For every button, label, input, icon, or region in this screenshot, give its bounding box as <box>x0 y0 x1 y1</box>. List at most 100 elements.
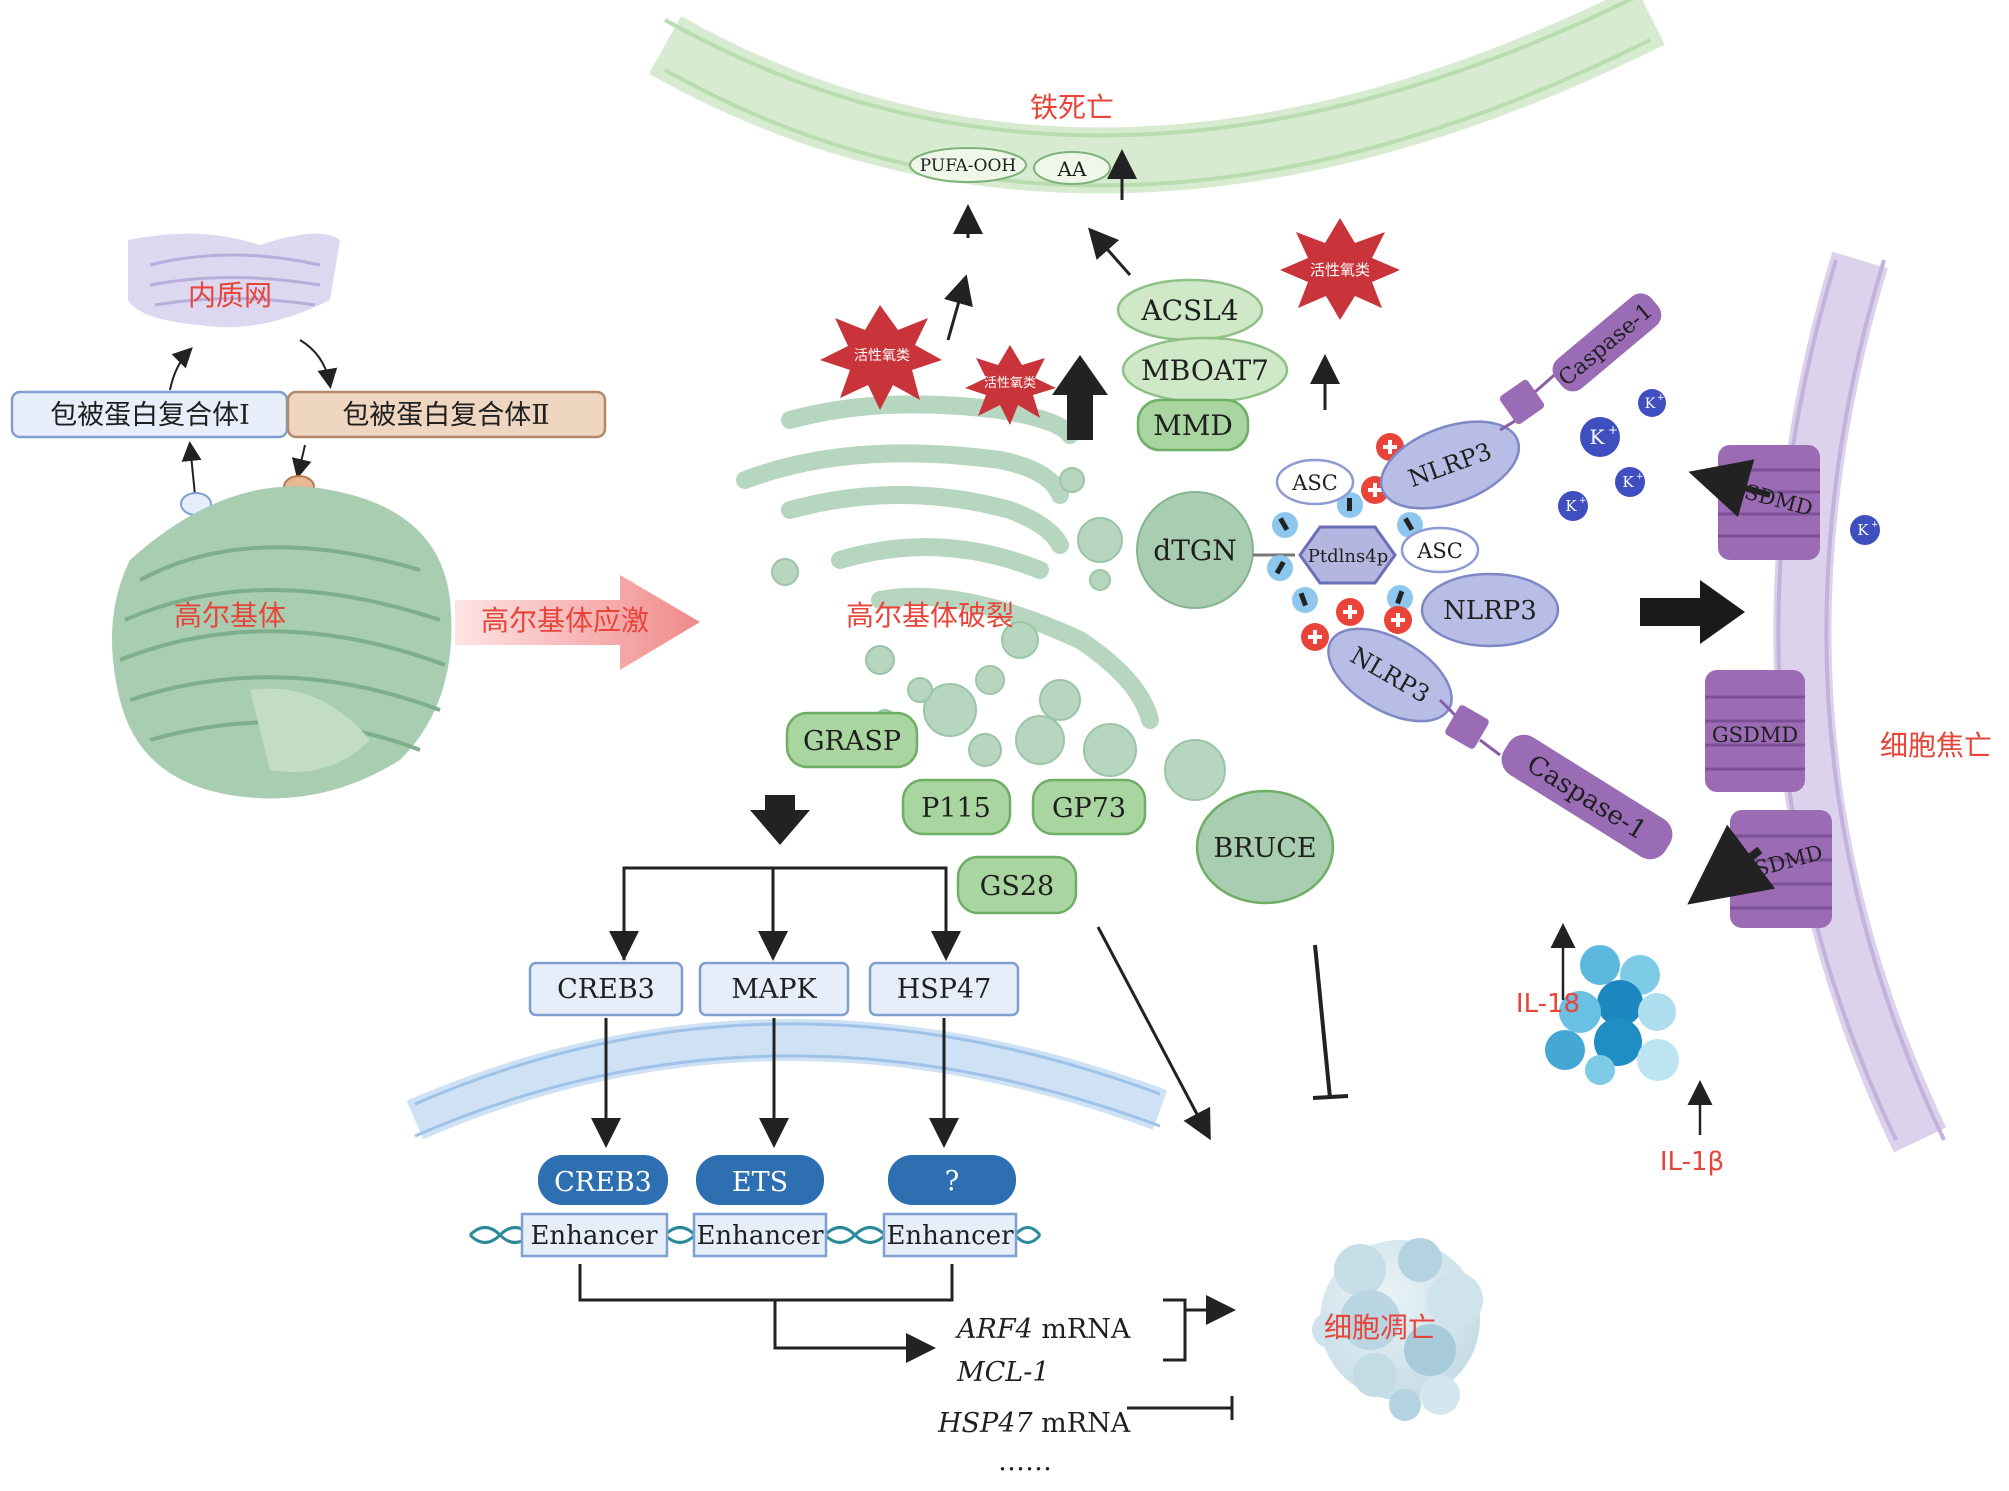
k-ions: K+ K+ K+ K+ K+ <box>1558 389 1880 545</box>
asc-node-right: ASC <box>1400 526 1480 574</box>
svg-text:CREB3: CREB3 <box>554 1167 652 1198</box>
bracket-arrow <box>1163 1295 1236 1362</box>
ptdins4p-node: Ptdlns4p <box>1298 525 1397 585</box>
svg-text:活性氧类: 活性氧类 <box>984 376 1036 391</box>
svg-text:+: + <box>1579 496 1587 506</box>
svg-text:AA: AA <box>1057 157 1087 181</box>
ros-burst-right: 活性氧类 <box>1280 218 1400 320</box>
nlrp3-node-bottom: NLRP3 <box>1327 627 1453 723</box>
svg-text:MAPK: MAPK <box>731 974 817 1005</box>
ros-burst-middle: 活性氧类 <box>965 345 1056 425</box>
svg-text:ASC: ASC <box>1416 539 1463 563</box>
arrow-acsl4-to-aa <box>1088 227 1132 276</box>
arrow-ros-to-pufa <box>944 274 973 341</box>
svg-text:Caspase-1: Caspase-1 <box>1554 299 1658 392</box>
svg-text:包被蛋白复合体Ⅱ: 包被蛋白复合体Ⅱ <box>342 400 549 431</box>
il18-label: IL-18 <box>1516 989 1580 1019</box>
il1b-label: IL-1β <box>1660 1147 1724 1177</box>
svg-text:MMD: MMD <box>1153 409 1233 442</box>
enhancer-3: Enhancer <box>882 1212 1018 1258</box>
svg-text:Enhancer: Enhancer <box>530 1221 658 1251</box>
big-arrow-to-membrane <box>1640 580 1745 644</box>
mboat7-node: MBOAT7 <box>1121 336 1289 404</box>
ptdins4p-binding-sites <box>1267 492 1423 613</box>
unknown-tf: ? <box>888 1155 1016 1205</box>
golgi-stress-arrow <box>455 575 700 670</box>
branch-lines <box>609 866 961 961</box>
bruce-inhibit-apoptosis <box>1312 944 1349 1100</box>
svg-text:GP73: GP73 <box>1052 793 1126 824</box>
creb3-box: CREB3 <box>528 961 684 1017</box>
svg-text:K: K <box>1622 473 1634 491</box>
creb3-tf: CREB3 <box>538 1155 668 1205</box>
caspase1-bottom: Caspase-1 <box>1438 698 1673 860</box>
svg-text:GRASP: GRASP <box>803 726 901 757</box>
positive-charges <box>1301 433 1412 651</box>
gs28-node: GS28 <box>956 855 1078 915</box>
gsdmd-pore-middle: GSDMD <box>1705 670 1805 792</box>
mapk-box: MAPK <box>698 961 850 1017</box>
svg-text:K: K <box>1590 425 1606 449</box>
enhancer-2: Enhancer <box>692 1212 828 1258</box>
arf4-mrna-label: ARF4 mRNA <box>954 1314 1131 1345</box>
svg-text:ETS: ETS <box>732 1167 788 1198</box>
svg-text:Enhancer: Enhancer <box>696 1221 824 1251</box>
nlrp3-node-top: NLRP3 <box>1379 420 1521 510</box>
svg-text:NLRP3: NLRP3 <box>1443 596 1537 626</box>
apoptosis-label: 细胞凋亡 <box>1324 1311 1436 1344</box>
ferroptosis-label: 铁死亡 <box>1030 91 1114 124</box>
acsl4-node: ACSL4 <box>1116 278 1264 342</box>
fragmented-golgi <box>736 395 1226 801</box>
svg-text:ACSL4: ACSL4 <box>1140 294 1238 327</box>
pyroptosis-label: 细胞焦亡 <box>1880 729 1992 762</box>
svg-text:K: K <box>1565 497 1577 515</box>
pufa-ooh-node: PUFA-OOH <box>909 147 1027 183</box>
gsdmd-pore-top: GSDMD <box>1718 445 1820 560</box>
gsdmd-pore-bottom: GSDMD <box>1730 810 1832 928</box>
mcl1-label: MCL-1 <box>956 1357 1050 1388</box>
grasp-down-arrow <box>750 795 810 845</box>
copi-box: 包被蛋白复合体Ⅰ <box>10 390 289 439</box>
enhancer-1: Enhancer <box>520 1212 669 1258</box>
svg-text:GSDMD: GSDMD <box>1712 723 1798 747</box>
gp73-node: GP73 <box>1031 778 1147 836</box>
gs28-to-apoptosis-arrow <box>1096 926 1211 1141</box>
svg-text:+: + <box>1657 393 1665 403</box>
hsp47-inhibit <box>1127 1396 1234 1420</box>
svg-text:活性氧类: 活性氧类 <box>1310 261 1370 279</box>
cytokine-cluster <box>1545 945 1679 1085</box>
nuclear-membrane <box>406 1019 1168 1140</box>
gene-output-lines <box>578 1264 954 1363</box>
golgi-fragment-label: 高尔基体破裂 <box>846 599 1014 632</box>
svg-text:?: ? <box>945 1166 959 1197</box>
svg-text:包被蛋白复合体Ⅰ: 包被蛋白复合体Ⅰ <box>50 400 250 431</box>
ellipsis-label: …… <box>998 1446 1052 1477</box>
svg-text:+: + <box>1636 472 1644 482</box>
big-arrow-golgi-up <box>1052 355 1108 440</box>
sensor-to-tf-arrows <box>591 1018 959 1148</box>
ros-burst-left: 活性氧类 <box>820 305 942 410</box>
hsp47-box: HSP47 <box>868 961 1020 1017</box>
svg-text:ASC: ASC <box>1291 471 1338 495</box>
golgi-label: 高尔基体 <box>174 599 286 632</box>
top-membrane <box>648 0 1665 194</box>
asc-node-top: ASC <box>1275 458 1355 506</box>
svg-text:活性氧类: 活性氧类 <box>854 348 910 364</box>
grasp-node: GRASP <box>785 711 919 769</box>
svg-text:+: + <box>1871 520 1879 530</box>
svg-text:Enhancer: Enhancer <box>886 1221 1014 1251</box>
er-to-copii-arrow <box>299 339 338 389</box>
dtgn-node: dTGN <box>1136 491 1254 609</box>
svg-text:CREB3: CREB3 <box>557 974 655 1005</box>
nlrp3-node-middle: NLRP3 <box>1420 572 1560 648</box>
svg-text:HSP47: HSP47 <box>897 974 992 1005</box>
svg-text:PUFA-OOH: PUFA-OOH <box>920 156 1017 176</box>
svg-text:K: K <box>1645 396 1656 412</box>
svg-text:GS28: GS28 <box>980 871 1054 902</box>
svg-text:P115: P115 <box>921 793 991 824</box>
golgi-stress-label: 高尔基体应激 <box>481 604 649 637</box>
il-release-arrow <box>1687 824 1776 905</box>
er-organelle <box>128 233 340 328</box>
svg-text:Ptdlns4p: Ptdlns4p <box>1308 546 1388 567</box>
p115-node: P115 <box>901 778 1012 836</box>
